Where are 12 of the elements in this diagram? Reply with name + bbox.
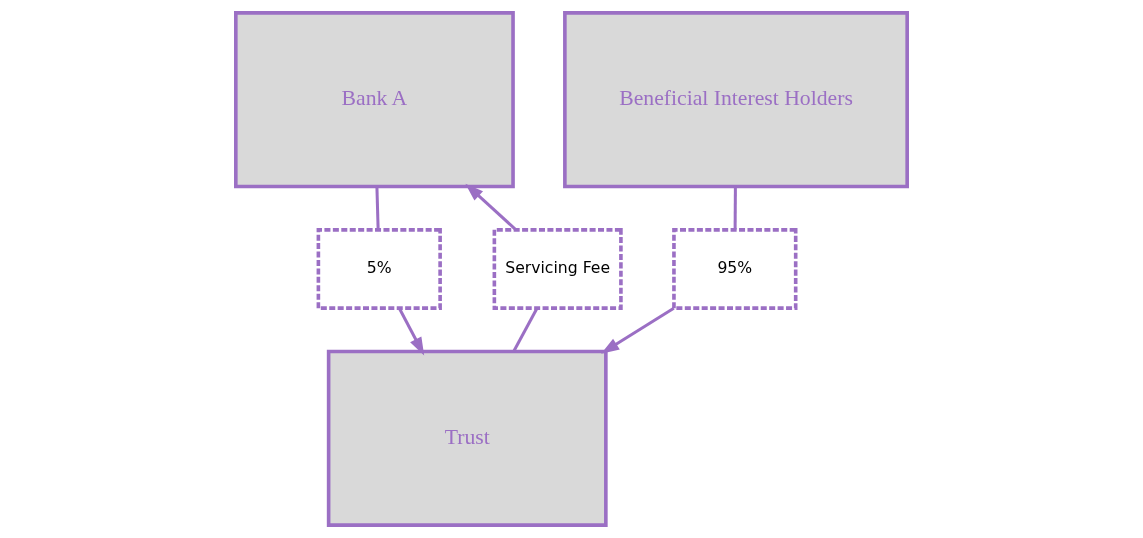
- connector: [733, 186, 737, 230]
- arrow: [601, 307, 675, 354]
- arrow: [465, 183, 517, 231]
- node-box: 95%: [672, 228, 798, 310]
- arrow: [398, 307, 425, 356]
- node-box: 5%: [316, 228, 442, 310]
- node-box: Beneficial Interest Holders: [563, 11, 909, 189]
- connector: [375, 186, 380, 230]
- node-box: Trust: [326, 349, 608, 527]
- connector: [512, 307, 539, 353]
- node-box: Servicing Fee: [492, 228, 623, 310]
- node-box: Bank A: [234, 11, 515, 189]
